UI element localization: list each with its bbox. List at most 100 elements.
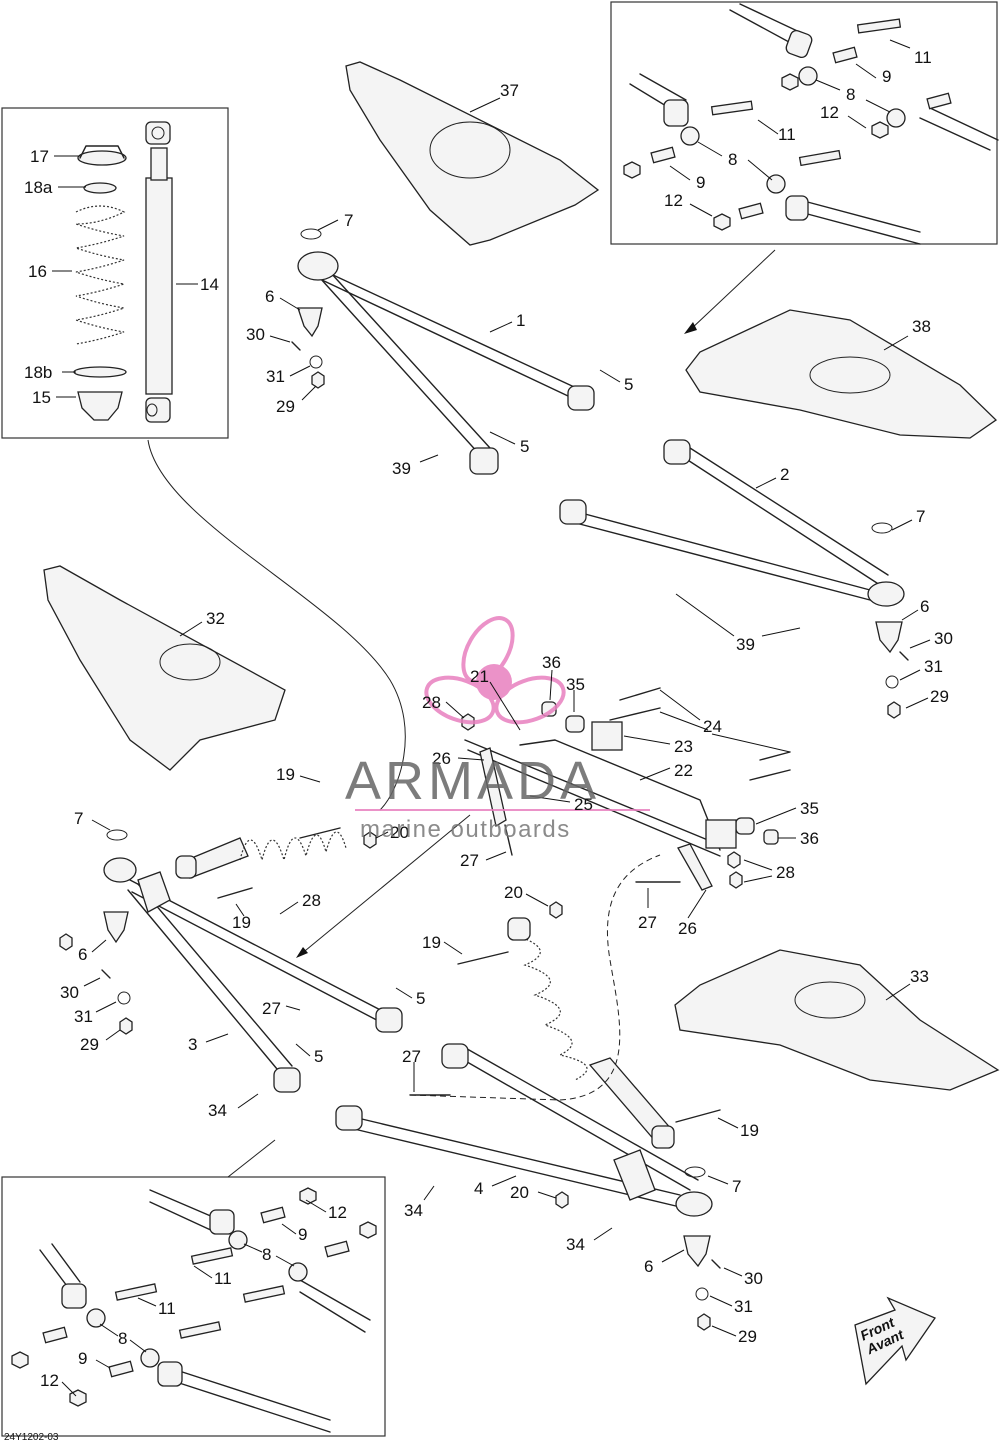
callout-30: 30 [60, 983, 79, 1002]
guard-38 [685, 309, 998, 439]
circlip-7-a [300, 228, 322, 240]
shock-eye-left-outer [175, 855, 197, 879]
guard-33 [674, 949, 1000, 1091]
leader-5b [489, 431, 516, 445]
callout-12: 12 [664, 191, 683, 210]
watermark-brand: ARMADA [345, 751, 601, 811]
callout-30: 30 [744, 1269, 763, 1288]
arm-1-pivot-rear [469, 447, 499, 475]
callout-19: 19 [276, 765, 295, 784]
callout-9: 9 [298, 1225, 307, 1244]
lower-a-arm-3 [59, 829, 403, 1093]
inset-arm-sleeve-top [785, 30, 813, 58]
leader-7d [707, 1175, 729, 1185]
sleeve-9-b [926, 92, 952, 110]
callout-7: 7 [74, 809, 83, 828]
leader-12a [847, 115, 867, 129]
leader-29c [105, 1029, 121, 1041]
circlip-7-b [871, 522, 893, 534]
callout-5: 5 [624, 375, 633, 394]
callout-34: 34 [566, 1235, 585, 1254]
reference-dashed-line [409, 854, 661, 1101]
leader-25 [529, 795, 571, 803]
shock-eye-right-top [507, 917, 531, 941]
leader-30b [909, 639, 931, 649]
callout-27: 27 [402, 1047, 421, 1066]
arm-1-pivot-front [567, 385, 595, 411]
washer-31-a [309, 355, 323, 369]
leader-28a [445, 701, 465, 719]
callout-9: 9 [696, 173, 705, 192]
lower-inset-arm-bottom [169, 1367, 331, 1433]
leader-5d [295, 1043, 311, 1057]
leader-34b [423, 1185, 435, 1201]
callout-12: 12 [820, 103, 839, 122]
lower-inset-sleeve-left [61, 1283, 87, 1309]
leader-31a [289, 365, 311, 377]
nut-20-c [59, 933, 73, 951]
cotter-30-a [291, 341, 301, 351]
callout-35: 35 [566, 675, 585, 694]
sleeve-9-c [650, 146, 676, 164]
washer-31-c [117, 991, 131, 1005]
arm-4-ball-socket [675, 1191, 713, 1217]
arm-1-rail-b [319, 271, 491, 456]
bolt-19-d [675, 1109, 721, 1123]
shock-bottom-eye-hole [146, 403, 158, 417]
inset-arm-bottom [799, 199, 921, 245]
bolt-11-top [856, 18, 902, 34]
callout-33: 33 [910, 967, 929, 986]
inset-arm-sleeve-bottom [785, 195, 809, 221]
bushing-35-a [565, 715, 585, 733]
leader-26b [687, 889, 707, 919]
leader-1 [489, 321, 513, 333]
callout-19: 19 [422, 933, 441, 952]
leader-12d [61, 1381, 77, 1397]
nut-28-b [727, 851, 741, 869]
circlip-7-c [106, 829, 128, 841]
leader-36a [549, 669, 553, 701]
leader-6c [91, 939, 107, 953]
callout-7: 7 [732, 1177, 741, 1196]
spring-retainer-18b [73, 366, 127, 378]
callout-6: 6 [78, 945, 87, 964]
callout-6: 6 [920, 597, 929, 616]
guard-32-recess [159, 643, 221, 681]
lower-a-arm-4 [335, 1043, 721, 1331]
lower-bolt-11-b [242, 1285, 286, 1303]
callout-27: 27 [460, 851, 479, 870]
lower-inset-arm-right [299, 1279, 371, 1333]
washer-31-d [695, 1287, 709, 1301]
callout-31: 31 [924, 657, 943, 676]
front-arrow-icon [854, 1296, 936, 1386]
spring-retainer-18a [83, 182, 117, 194]
link-26-left [479, 747, 507, 828]
arm-3-pivot-rear [273, 1067, 301, 1093]
callout-4: 4 [474, 1179, 483, 1198]
nut-28-c [729, 871, 743, 889]
callout-31: 31 [74, 1007, 93, 1026]
nut-12-d [713, 213, 731, 231]
lower-bolt-11-a [190, 1247, 234, 1265]
shock-top-eye [145, 121, 171, 145]
leader-31c [95, 1001, 117, 1013]
nut-29-d [697, 1313, 711, 1331]
arm-1-ball-socket [297, 251, 339, 281]
callout-19: 19 [232, 913, 251, 932]
leader-19b [235, 903, 245, 917]
lower-inset-arm-left [39, 1243, 81, 1291]
bushing-8-c [680, 126, 700, 146]
bushing-8-a [798, 66, 818, 86]
arm-2-pivot-front [663, 439, 691, 465]
nut-20-d [555, 1191, 569, 1209]
bolt-19-b [217, 887, 253, 899]
callout-19: 19 [740, 1121, 759, 1140]
callout-5: 5 [416, 989, 425, 1008]
inset-arm-right [919, 107, 999, 151]
callout-20: 20 [504, 883, 523, 902]
lower-nut-12-c [11, 1351, 29, 1369]
leader-27a [485, 851, 507, 861]
spring-seat-lower-15 [77, 391, 123, 421]
lower-bushing-8-a [228, 1230, 248, 1250]
shock-coil-right [514, 934, 588, 1081]
